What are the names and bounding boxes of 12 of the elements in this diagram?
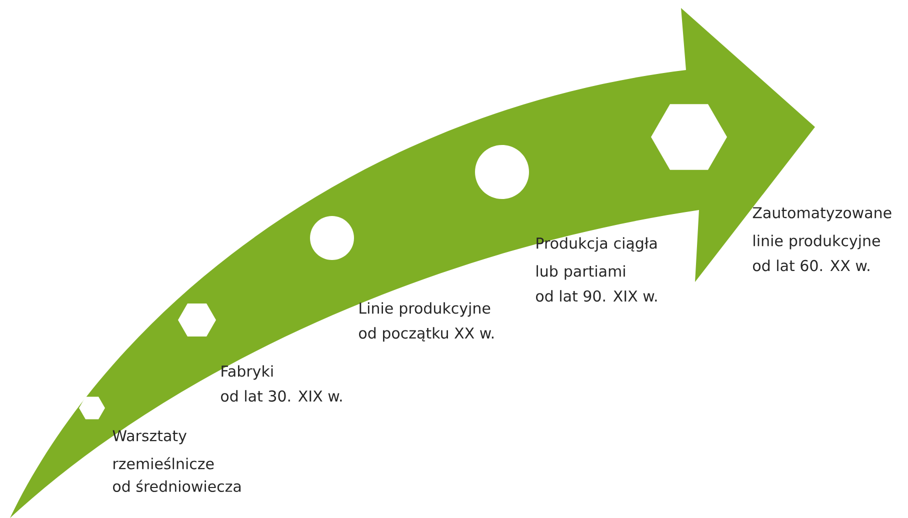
hexagon-marker xyxy=(178,304,216,336)
milestone-label: Linie produkcyjne xyxy=(360,302,490,317)
milestone-label: od lat 60. XX w. xyxy=(753,260,870,272)
hexagon-marker xyxy=(651,104,727,170)
milestone-label: od średniowiecza xyxy=(113,480,241,492)
milestone-label: Fabryki xyxy=(222,365,273,380)
milestone-label: od lat 30. XIX w. xyxy=(221,390,342,402)
circle-marker xyxy=(475,145,529,199)
circle-marker xyxy=(310,216,354,260)
hexagon-marker xyxy=(79,396,105,420)
milestone-label: od lat 90. XIX w. xyxy=(536,290,657,302)
milestone-label: od początku XX w. xyxy=(359,327,494,342)
